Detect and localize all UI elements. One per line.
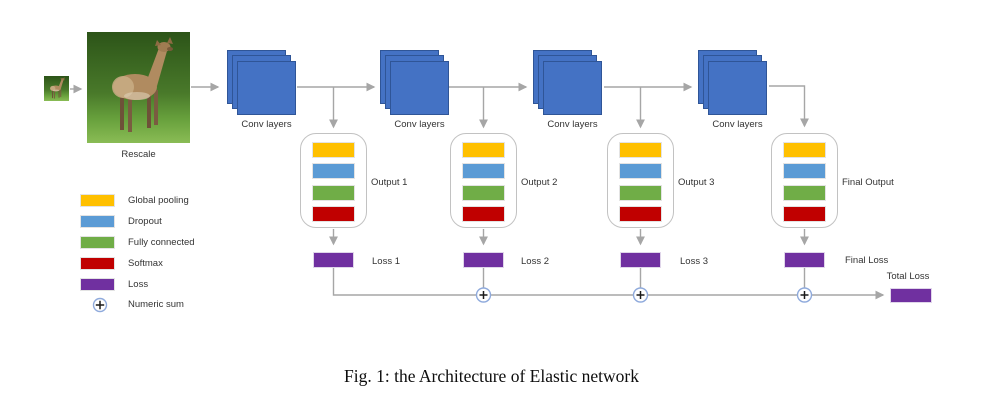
total-loss-label: Total Loss bbox=[886, 271, 930, 282]
loss-2-bar bbox=[463, 252, 504, 268]
deer-figure bbox=[50, 77, 65, 99]
legend-label-loss: Loss bbox=[128, 279, 149, 290]
output-block-2 bbox=[450, 133, 517, 228]
softmax-bar bbox=[462, 206, 505, 222]
output-block-1 bbox=[300, 133, 367, 228]
dropout-bar bbox=[462, 163, 505, 179]
numeric-sum-node-1 bbox=[475, 287, 492, 303]
output-block-3 bbox=[607, 133, 674, 228]
legend-label-softmax: Softmax bbox=[128, 258, 163, 269]
conv-block-1 bbox=[227, 50, 297, 116]
legend-label-global-pooling: Global pooling bbox=[128, 195, 189, 206]
numeric-sum-icon bbox=[92, 297, 108, 313]
conv-layer-square bbox=[708, 61, 767, 115]
global-pooling-bar bbox=[619, 142, 662, 158]
global-pooling-bar bbox=[783, 142, 826, 158]
numeric-sum-node-3 bbox=[796, 287, 813, 303]
softmax-bar bbox=[619, 206, 662, 222]
total-loss-bar bbox=[890, 288, 932, 303]
final-output-label: Final Output bbox=[842, 177, 894, 188]
dropout-bar bbox=[312, 163, 355, 179]
global-pooling-bar bbox=[462, 142, 505, 158]
conv-block-1-label: Conv layers bbox=[241, 119, 292, 130]
conv-block-4 bbox=[698, 50, 768, 116]
output-2-label: Output 2 bbox=[521, 177, 558, 188]
legend-swatch-softmax bbox=[80, 257, 115, 270]
legend-swatch-dropout bbox=[80, 215, 115, 228]
legend-swatch-loss bbox=[80, 278, 115, 291]
fully-connected-bar bbox=[462, 185, 505, 201]
global-pooling-bar bbox=[312, 142, 355, 158]
conv-block-3 bbox=[533, 50, 603, 116]
conv-block-2 bbox=[380, 50, 450, 116]
rescaled-deer-image bbox=[87, 32, 190, 143]
legend-swatch-global-pooling bbox=[80, 194, 115, 207]
legend-label-dropout: Dropout bbox=[128, 216, 162, 227]
conv-block-2-label: Conv layers bbox=[394, 119, 445, 130]
softmax-bar bbox=[312, 206, 355, 222]
rescale-label: Rescale bbox=[121, 149, 156, 160]
final-loss-label: Final Loss bbox=[845, 255, 889, 266]
deer-figure bbox=[112, 37, 173, 132]
output-1-label: Output 1 bbox=[371, 177, 408, 188]
final-loss-bar bbox=[784, 252, 825, 268]
loss-1-bar bbox=[313, 252, 354, 268]
numeric-sum-node-2 bbox=[632, 287, 649, 303]
dropout-bar bbox=[619, 163, 662, 179]
line-loss1-to-total-loss bbox=[332, 268, 885, 300]
legend-label-numeric-sum: Numeric sum bbox=[128, 299, 184, 310]
fully-connected-bar bbox=[312, 185, 355, 201]
output-3-label: Output 3 bbox=[678, 177, 715, 188]
conv-block-3-label: Conv layers bbox=[547, 119, 598, 130]
fully-connected-bar bbox=[619, 185, 662, 201]
input-deer-image bbox=[44, 76, 69, 101]
loss-3-bar bbox=[620, 252, 661, 268]
conv-layer-square bbox=[390, 61, 449, 115]
legend-swatch-fully-connected bbox=[80, 236, 115, 249]
fully-connected-bar bbox=[783, 185, 826, 201]
final-output-block bbox=[771, 133, 838, 228]
conv-layer-square bbox=[543, 61, 602, 115]
conv-block-4-label: Conv layers bbox=[712, 119, 763, 130]
figure-caption: Fig. 1: the Architecture of Elastic netw… bbox=[344, 366, 639, 386]
conv-layer-square bbox=[237, 61, 296, 115]
softmax-bar bbox=[783, 206, 826, 222]
loss-1-label: Loss 1 bbox=[372, 256, 400, 267]
dropout-bar bbox=[783, 163, 826, 179]
line-conv4-to-final-output bbox=[769, 85, 810, 128]
loss-3-label: Loss 3 bbox=[680, 256, 708, 267]
loss-2-label: Loss 2 bbox=[521, 256, 549, 267]
legend-label-fully-connected: Fully connected bbox=[128, 237, 195, 248]
